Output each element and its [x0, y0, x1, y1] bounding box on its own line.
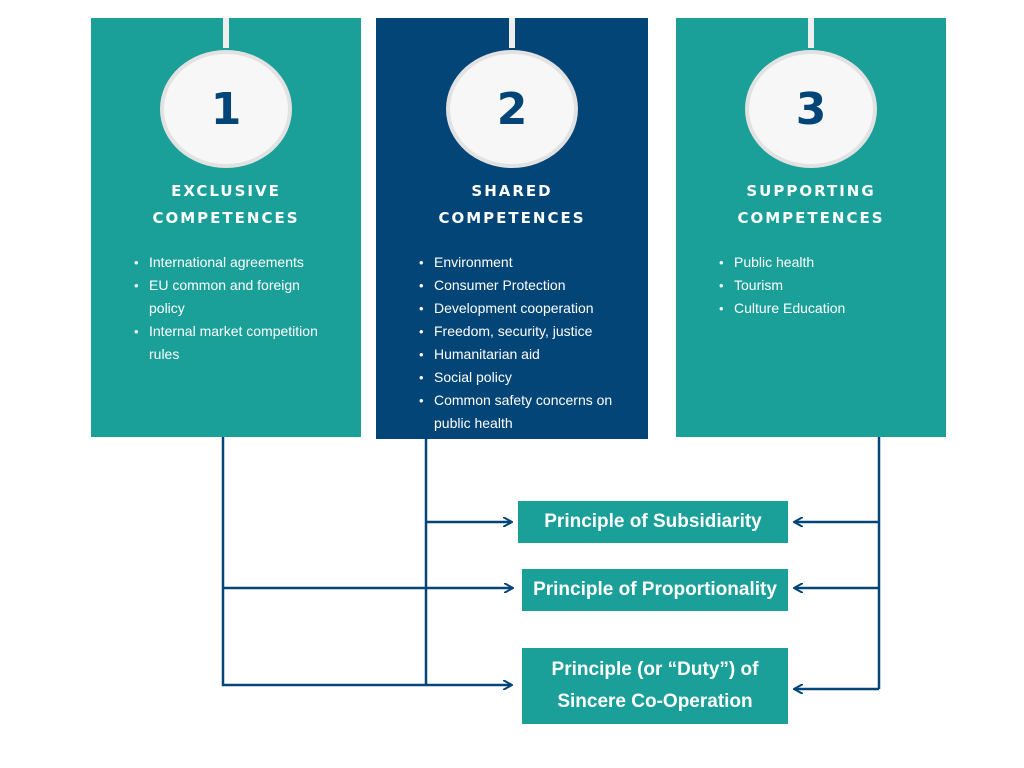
badge-stem	[223, 18, 229, 48]
principle-proportionality-box: Principle of Proportionality	[522, 569, 788, 611]
heading-line: Supporting	[746, 182, 876, 200]
panel-heading: Shared Competences	[376, 178, 648, 232]
exclusive-competences-panel: 1 Exclusive Competences International ag…	[91, 18, 361, 437]
heading-line: Competences	[152, 209, 300, 227]
exclusive-connector-line	[221, 437, 425, 687]
list-item: Internal market competition rules	[134, 320, 361, 366]
principle-sincere-cooperation-box: Principle (or “Duty”) of Sincere Co-Oper…	[522, 648, 788, 724]
list-item: Consumer Protection	[419, 274, 648, 297]
badge-stem	[808, 18, 814, 48]
number-badge: 2	[446, 50, 578, 168]
list-item: Tourism	[719, 274, 946, 297]
panel-heading: Exclusive Competences	[91, 178, 361, 232]
heading-line: Competences	[737, 209, 885, 227]
heading-line: Shared	[471, 182, 553, 200]
number-badge: 1	[160, 50, 292, 168]
list-item: Humanitarian aid	[419, 343, 648, 366]
list-item: International agreements	[134, 251, 361, 274]
list-item: Freedom, security, justice	[419, 320, 648, 343]
panel-heading: Supporting Competences	[676, 178, 946, 232]
competence-list: Public health Tourism Culture Education	[676, 251, 946, 320]
list-item: Culture Education	[719, 297, 946, 320]
list-item: Common safety concerns on public health	[419, 389, 648, 435]
number-badge: 3	[745, 50, 877, 168]
list-item: Social policy	[419, 366, 648, 389]
list-item: Public health	[719, 251, 946, 274]
principle-subsidiarity-box: Principle of Subsidiarity	[518, 501, 788, 543]
list-item: Development cooperation	[419, 297, 648, 320]
heading-line: Exclusive	[171, 182, 281, 200]
competence-list: Environment Consumer Protection Developm…	[376, 251, 648, 435]
heading-line: Competences	[438, 209, 586, 227]
supporting-competences-panel: 3 Supporting Competences Public health T…	[676, 18, 946, 437]
list-item: Environment	[419, 251, 648, 274]
badge-stem	[509, 18, 515, 48]
competence-list: International agreements EU common and f…	[91, 251, 361, 366]
shared-competences-panel: 2 Shared Competences Environment Consume…	[376, 18, 648, 439]
list-item: EU common and foreign policy	[134, 274, 361, 320]
